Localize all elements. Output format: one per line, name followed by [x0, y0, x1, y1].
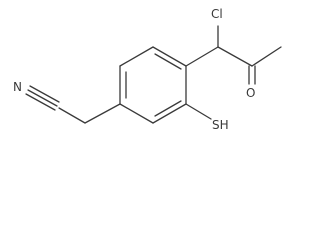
ring-double-bond — [154, 53, 182, 70]
chlorine-atom-label: Cl — [211, 7, 223, 21]
chloro-oxopropyl-group: Cl O — [185, 7, 282, 100]
nitrile-triple-bond — [29, 85, 60, 103]
c-s-bond — [185, 103, 212, 120]
ring-bond — [119, 46, 154, 67]
ring-double-bond — [154, 100, 182, 117]
ring-bond — [152, 103, 187, 124]
oxygen-atom-label: O — [246, 86, 255, 100]
structure-canvas: N Cl O SH — [13, 7, 282, 132]
structure-diagram: N Cl O SH — [13, 7, 282, 132]
benzene-ring — [119, 46, 187, 124]
ring-bond — [152, 46, 187, 67]
nitrogen-atom-label: N — [13, 80, 22, 94]
ch2-bond — [84, 103, 121, 124]
cyanomethyl-group: N — [13, 80, 121, 124]
nitrile-triple-bond — [25, 93, 56, 111]
thiol-label: SH — [212, 118, 229, 132]
nitrile-triple-bond — [27, 89, 58, 107]
ring-bond — [119, 103, 154, 124]
thiol-group: SH — [185, 103, 229, 132]
chcl-to-carbonyl-bond — [217, 46, 253, 67]
ring-to-chcl-bond — [185, 46, 219, 67]
carbonyl-to-methyl-bond — [251, 46, 282, 67]
ch2-cn-bond — [58, 107, 86, 124]
